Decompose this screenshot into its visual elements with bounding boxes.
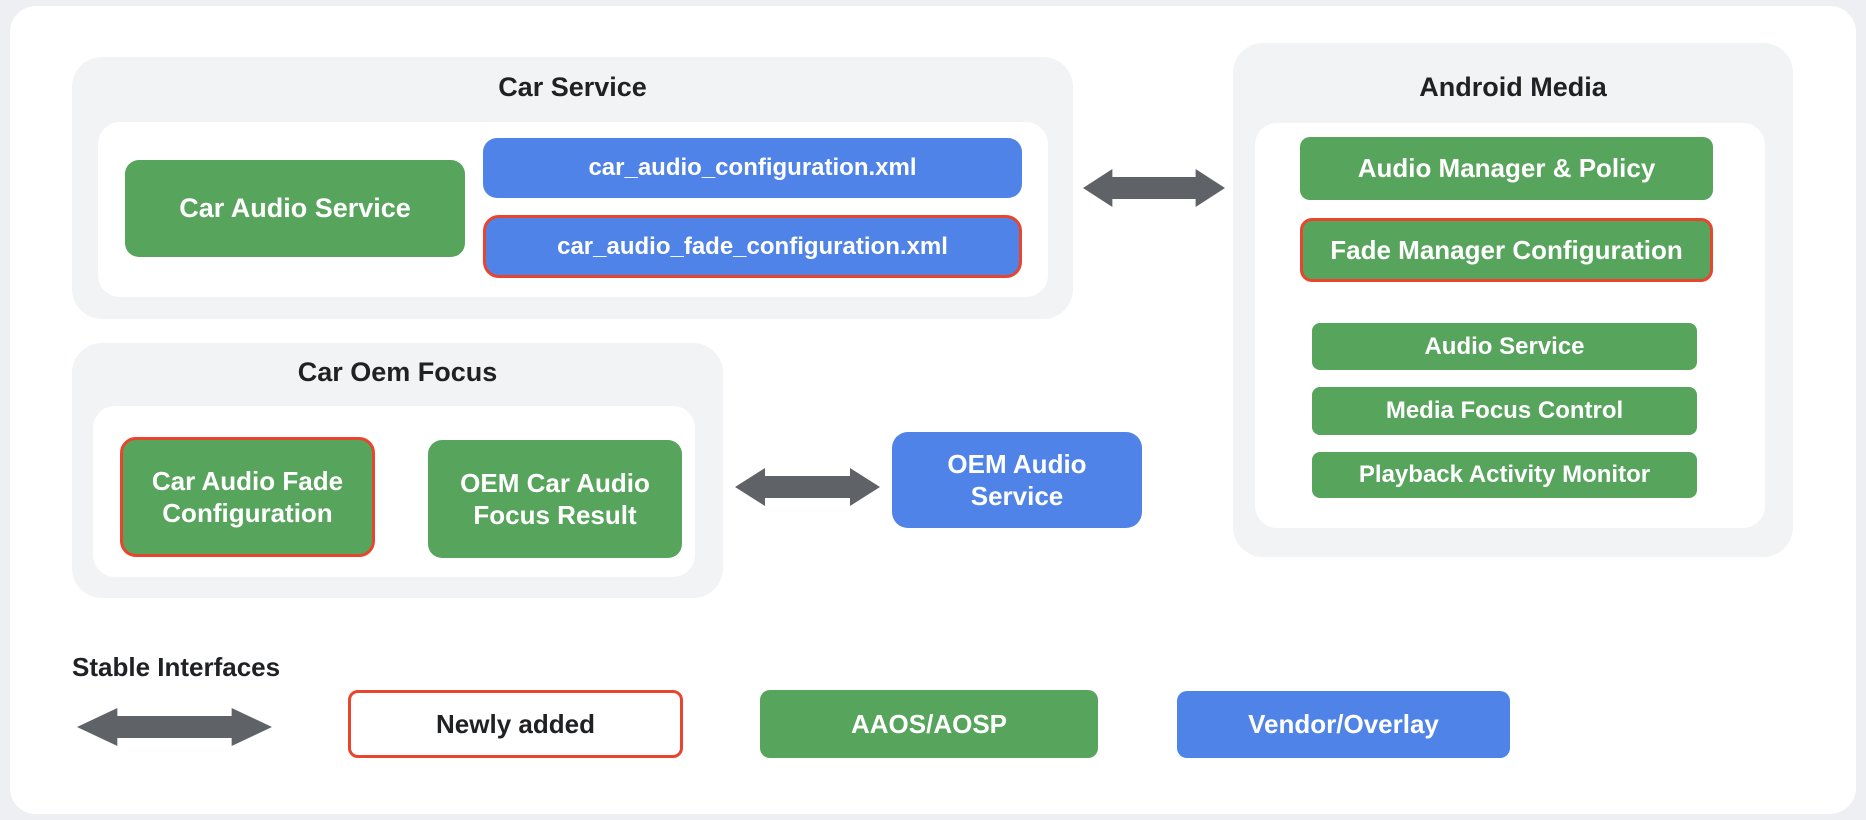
legend-aaos-aosp: AAOS/AOSP bbox=[760, 690, 1098, 758]
car-audio-configuration-xml-node: car_audio_configuration.xml bbox=[483, 138, 1022, 198]
car-audio-service-node: Car Audio Service bbox=[125, 160, 465, 257]
double-arrow-icon bbox=[1083, 168, 1225, 208]
car-audio-fade-configuration-node: Car Audio Fade Configuration bbox=[120, 437, 375, 557]
legend-newly-added: Newly added bbox=[348, 690, 683, 758]
stable-interfaces-arrow-icon bbox=[77, 707, 272, 747]
audio-service-node: Audio Service bbox=[1312, 323, 1697, 370]
car-audio-fade-configuration-xml-node: car_audio_fade_configuration.xml bbox=[483, 215, 1022, 278]
car-oem-focus-inner-panel: Car Audio Fade Configuration OEM Car Aud… bbox=[93, 406, 695, 577]
car-service-inner-panel: Car Audio Service car_audio_configuratio… bbox=[98, 122, 1048, 297]
android-media-inner-panel: Audio Manager & Policy Fade Manager Conf… bbox=[1255, 123, 1765, 528]
double-arrow-icon bbox=[735, 467, 880, 507]
audio-manager-policy-node: Audio Manager & Policy bbox=[1300, 137, 1713, 200]
fade-manager-configuration-node: Fade Manager Configuration bbox=[1300, 218, 1713, 282]
stable-interfaces-label: Stable Interfaces bbox=[72, 652, 281, 682]
playback-activity-monitor-node: Playback Activity Monitor bbox=[1312, 452, 1697, 498]
oem-car-audio-focus-result-node: OEM Car Audio Focus Result bbox=[428, 440, 682, 558]
android-media-group: Android Media Audio Manager & Policy Fad… bbox=[1233, 43, 1793, 557]
android-media-title: Android Media bbox=[1419, 72, 1607, 102]
oem-audio-service-node: OEM Audio Service bbox=[892, 432, 1142, 528]
legend-vendor-overlay: Vendor/Overlay bbox=[1177, 691, 1510, 758]
car-oem-focus-group: Car Oem Focus Car Audio Fade Configurati… bbox=[72, 343, 723, 598]
car-service-group: Car Service Car Audio Service car_audio_… bbox=[72, 57, 1073, 319]
media-focus-control-node: Media Focus Control bbox=[1312, 387, 1697, 435]
car-oem-focus-title: Car Oem Focus bbox=[297, 357, 498, 387]
car-service-title: Car Service bbox=[498, 72, 647, 102]
